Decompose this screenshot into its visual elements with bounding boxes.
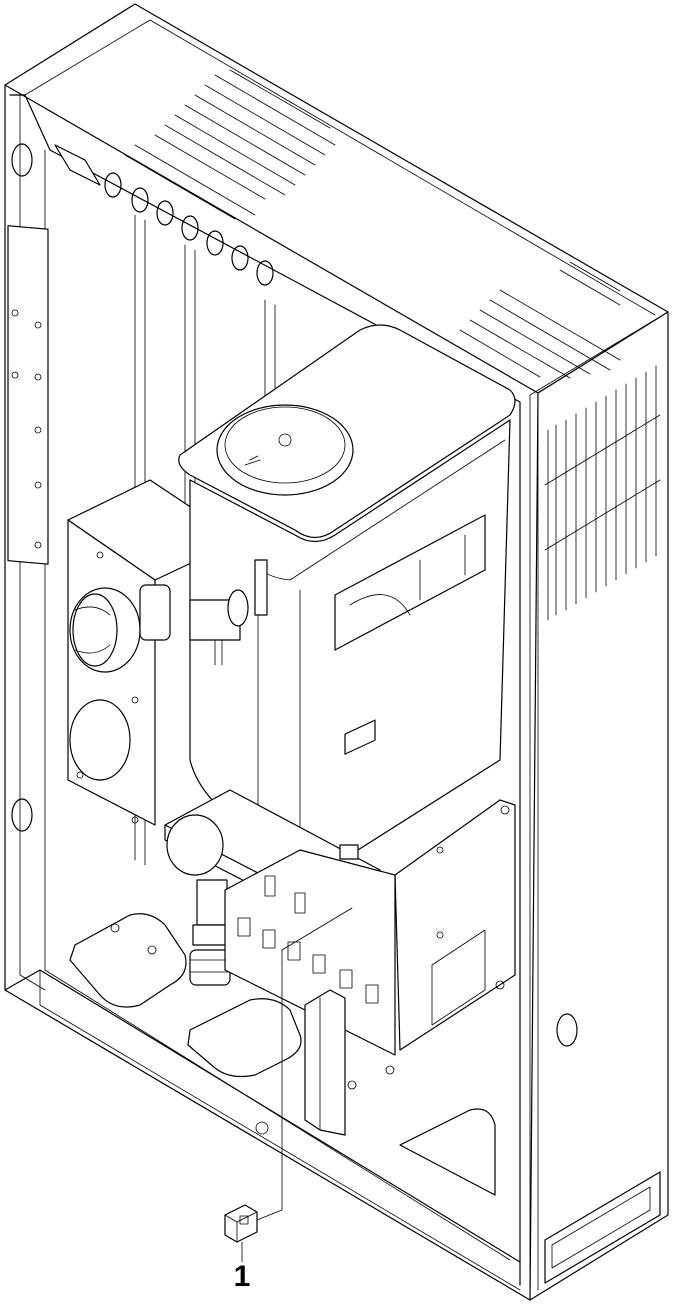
connector-socket bbox=[344, 719, 376, 755]
callout-label-part-1: 1 bbox=[233, 1260, 251, 1293]
solenoid-valve bbox=[189, 559, 268, 666]
callout-part-1 bbox=[224, 907, 353, 1263]
left-wall-details bbox=[7, 143, 274, 832]
connector-part-1 bbox=[224, 1204, 258, 1243]
top-ventilation-slots bbox=[124, 69, 621, 379]
control-board bbox=[224, 719, 516, 1056]
bottom-post bbox=[304, 989, 346, 1136]
side-ventilation-slots bbox=[544, 365, 661, 621]
right-panel-details bbox=[544, 1013, 661, 1284]
pump-assembly bbox=[166, 814, 231, 986]
floor-cutouts bbox=[69, 913, 496, 1196]
rotary-knob bbox=[69, 584, 171, 673]
cabinet-housing bbox=[4, 3, 669, 1301]
